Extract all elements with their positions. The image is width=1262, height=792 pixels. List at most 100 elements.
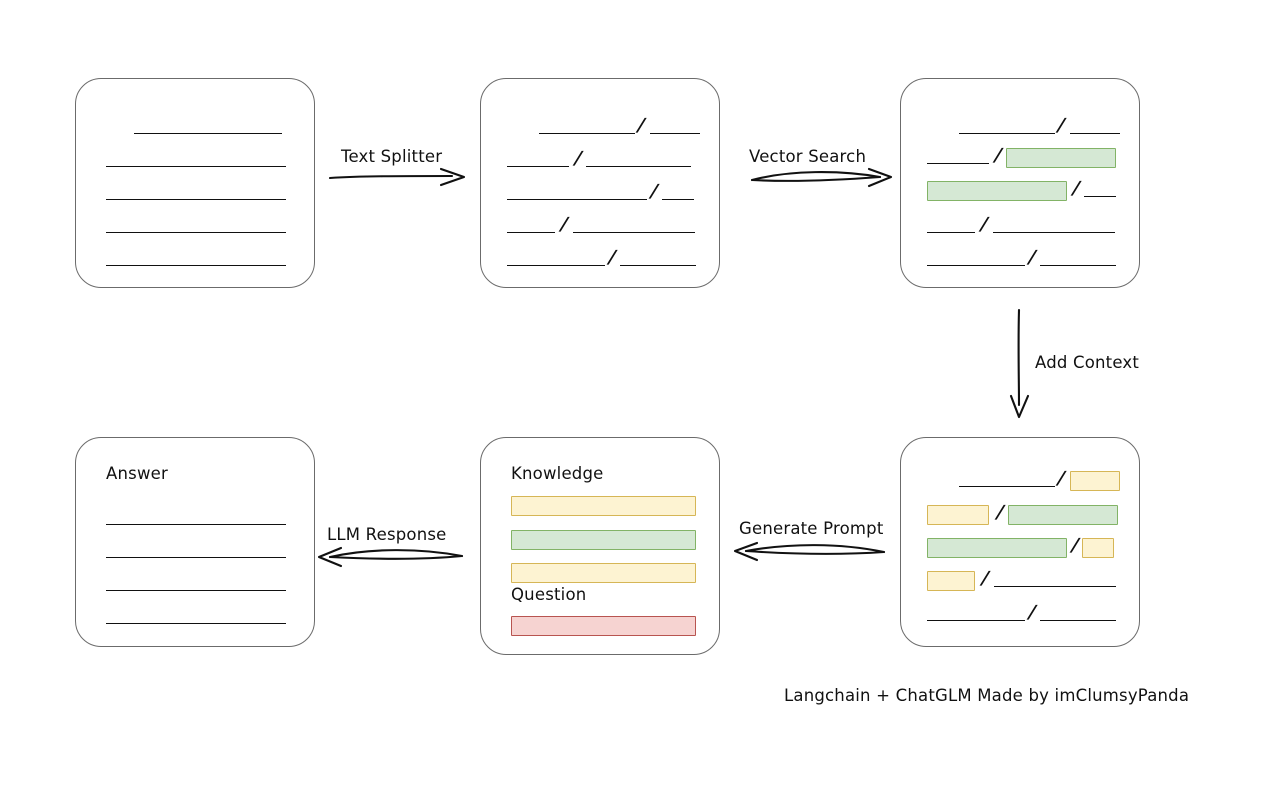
context-chunk-highlight	[927, 505, 989, 525]
chunk-separator: /	[559, 214, 569, 235]
split-chunks-box[interactable]: / / / / /	[480, 78, 720, 288]
chunk-separator: /	[979, 214, 989, 235]
edge-label-generate-prompt: Generate Prompt	[739, 519, 884, 538]
text-line	[106, 590, 286, 591]
text-line	[539, 133, 635, 134]
knowledge-bar	[511, 496, 696, 516]
chunk-line: /	[927, 247, 1116, 269]
edge-label-vector-search: Vector Search	[749, 147, 867, 166]
context-chunk-highlight	[927, 571, 975, 591]
text-line	[1069, 133, 1120, 134]
matched-chunk-highlight	[927, 181, 1067, 201]
answer-line	[106, 609, 286, 627]
answer-label: Answer	[106, 464, 168, 483]
question-bar	[511, 616, 696, 636]
matched-chunk-highlight	[927, 538, 1067, 558]
text-line	[959, 133, 1055, 134]
text-line	[507, 232, 555, 233]
matched-chunk-highlight	[1005, 148, 1116, 168]
chunk-line: /	[507, 148, 691, 170]
document-line	[106, 152, 286, 170]
context-chunk-highlight	[1069, 471, 1120, 491]
text-line	[507, 265, 605, 266]
chunk-line: /	[927, 502, 1118, 525]
context-added-chunks-box[interactable]: / / / / /	[900, 437, 1140, 647]
text-line	[507, 199, 647, 200]
text-line	[106, 265, 286, 266]
text-line	[134, 133, 282, 134]
chunk-separator: /	[636, 115, 646, 136]
chunk-line: /	[927, 145, 1116, 168]
chunk-separator: /	[993, 145, 1003, 166]
text-line	[661, 199, 694, 200]
chunk-separator: /	[649, 181, 659, 202]
knowledge-bar	[511, 563, 696, 583]
text-line	[106, 166, 286, 167]
chunk-separator: /	[1056, 115, 1066, 136]
document-line	[106, 119, 282, 137]
chunk-separator: /	[995, 502, 1005, 523]
chunk-line: /	[927, 602, 1116, 624]
chunk-line: /	[507, 247, 696, 269]
answer-box[interactable]: Answer	[75, 437, 315, 647]
text-line	[959, 486, 1055, 487]
text-line	[927, 163, 989, 164]
text-line	[106, 557, 286, 558]
chunk-line: /	[927, 115, 1120, 137]
text-line	[619, 265, 696, 266]
text-line	[927, 265, 1025, 266]
chunk-separator: /	[1070, 535, 1080, 556]
context-chunk-highlight	[1081, 538, 1114, 558]
text-line	[585, 166, 691, 167]
document-line	[106, 185, 286, 203]
document-line	[106, 218, 286, 236]
chunk-separator: /	[1071, 178, 1081, 199]
arrow-llm-response	[317, 546, 464, 568]
text-line	[572, 232, 695, 233]
arrow-text-splitter	[328, 167, 466, 187]
chunk-line: /	[507, 115, 700, 137]
knowledge-label: Knowledge	[511, 464, 604, 483]
matched-chunk-highlight	[1007, 505, 1118, 525]
text-line	[106, 232, 286, 233]
chunk-separator: /	[573, 148, 583, 169]
text-line	[992, 232, 1115, 233]
text-line	[1039, 620, 1116, 621]
vector-matched-chunks-box[interactable]: / / / / /	[900, 78, 1140, 288]
text-line	[1083, 196, 1116, 197]
text-line	[106, 623, 286, 624]
chunk-line: /	[927, 568, 1116, 591]
chunk-separator: /	[1027, 247, 1037, 268]
text-line	[927, 232, 975, 233]
text-line	[507, 166, 569, 167]
edge-label-text-splitter: Text Splitter	[341, 147, 443, 166]
question-label: Question	[511, 585, 587, 604]
arrow-generate-prompt	[733, 541, 886, 562]
arrow-vector-search	[750, 167, 893, 188]
text-line	[106, 524, 286, 525]
text-line	[649, 133, 700, 134]
text-line	[993, 586, 1116, 587]
answer-line	[106, 576, 286, 594]
text-line	[106, 199, 286, 200]
edge-label-llm-response: LLM Response	[327, 525, 447, 544]
knowledge-bar	[511, 530, 696, 550]
text-line	[927, 620, 1025, 621]
source-document-box[interactable]	[75, 78, 315, 288]
chunk-line: /	[927, 214, 1115, 236]
answer-line	[106, 543, 286, 561]
chunk-separator: /	[607, 247, 617, 268]
generated-prompt-box[interactable]: Knowledge Question	[480, 437, 720, 655]
footer-credit: Langchain + ChatGLM Made by imClumsyPand…	[784, 686, 1190, 705]
document-line	[106, 251, 286, 269]
chunk-separator: /	[1027, 602, 1037, 623]
chunk-line: /	[507, 214, 695, 236]
chunk-line: /	[927, 535, 1114, 558]
chunk-line: /	[507, 181, 694, 203]
chunk-separator: /	[980, 568, 990, 589]
text-line	[1039, 265, 1116, 266]
edge-label-add-context: Add Context	[1035, 353, 1140, 372]
arrow-add-context	[1009, 308, 1030, 419]
chunk-line: /	[927, 178, 1116, 201]
